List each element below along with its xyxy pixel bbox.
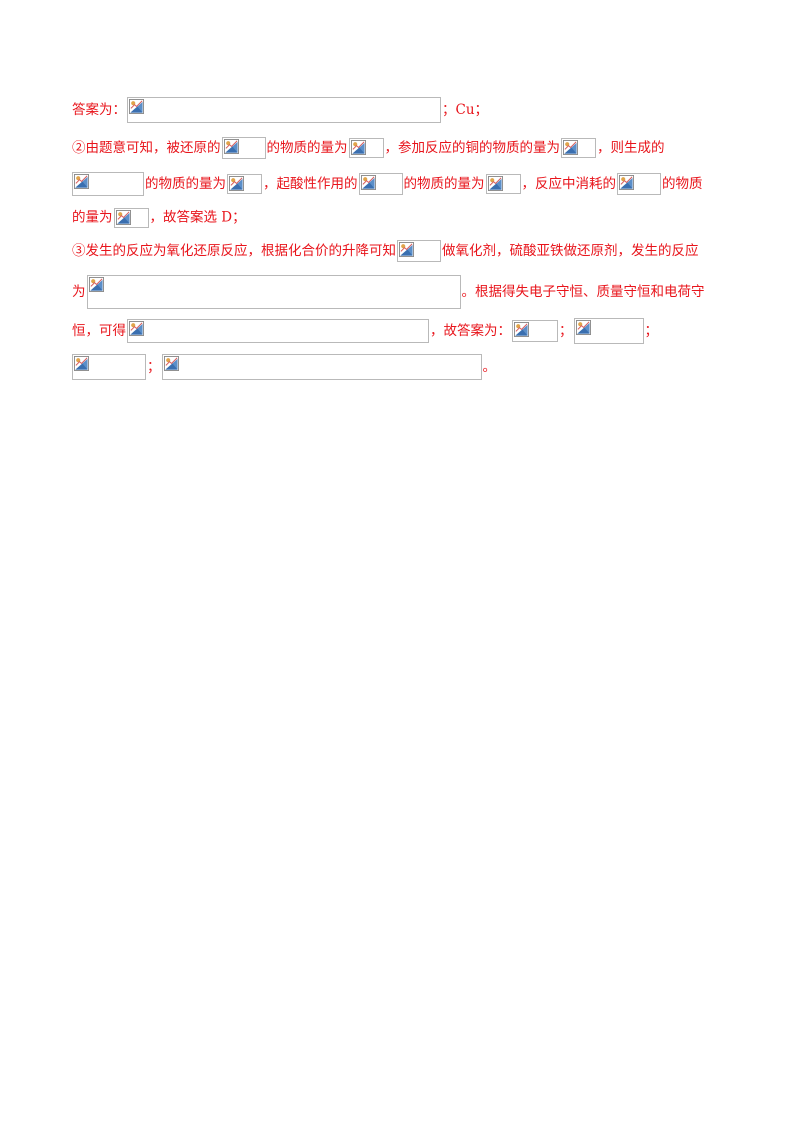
formula-image xyxy=(86,275,461,309)
answer-line-5: ③发生的反应为氧化还原反应，根据化合价的升降可知 做氧化剂，硫酸亚铁做还原剂，发生… xyxy=(72,240,699,262)
text: ②由题意可知，被还原的 xyxy=(72,140,221,156)
formula-image xyxy=(72,172,144,196)
broken-image-icon xyxy=(129,99,144,114)
formula-image xyxy=(485,174,521,194)
text: 的物质的量为 xyxy=(145,176,226,192)
formula-image xyxy=(127,97,441,123)
formula-image xyxy=(617,173,661,195)
text: ③发生的反应为氧化还原反应，根据化合价的升降可知 xyxy=(72,243,396,259)
broken-image-icon xyxy=(361,175,376,190)
text: ； xyxy=(644,323,659,339)
answer-line-4: 的量为 ，故答案选 D； xyxy=(72,207,246,228)
broken-image-icon xyxy=(488,176,503,191)
broken-image-icon xyxy=(74,174,89,189)
text: ，则生成的 xyxy=(597,140,665,156)
broken-image-icon xyxy=(74,356,89,371)
text: ；Cu； xyxy=(442,102,489,118)
text: 。 xyxy=(482,359,497,375)
text: ，参加反应的铜的物质的量为 xyxy=(384,140,561,156)
formula-image xyxy=(127,319,429,343)
broken-image-icon xyxy=(129,321,144,336)
text: ，故答案为： xyxy=(430,323,511,339)
text: 的物质的量为 xyxy=(403,176,485,192)
formula-image xyxy=(113,207,149,228)
text: 的量为 xyxy=(72,209,113,226)
text: 的物质 xyxy=(662,176,703,192)
formula-image xyxy=(221,137,266,159)
text: 的物质的量为 xyxy=(266,140,348,156)
formula-image xyxy=(72,354,146,380)
broken-image-icon xyxy=(351,140,366,155)
broken-image-icon xyxy=(116,210,131,225)
text: ，反应中消耗的 xyxy=(521,176,617,192)
text: ，起酸性作用的 xyxy=(263,176,358,192)
text: ； xyxy=(147,359,161,375)
text: 为 xyxy=(72,284,86,300)
formula-image xyxy=(397,240,441,262)
broken-image-icon xyxy=(229,176,244,191)
broken-image-icon xyxy=(224,139,239,154)
broken-image-icon xyxy=(399,242,414,257)
text: 恒，可得 xyxy=(72,323,126,339)
formula-image xyxy=(512,320,558,342)
formula-image xyxy=(348,138,384,158)
broken-image-icon xyxy=(576,320,591,335)
broken-image-icon xyxy=(89,277,104,292)
text: ； xyxy=(559,323,573,339)
answer-line-2: ②由题意可知，被还原的 的物质的量为 ，参加反应的铜的物质的量为 ，则生成的 xyxy=(72,137,665,159)
answer-line-7: 恒，可得 ，故答案为： ； ； xyxy=(72,318,658,344)
broken-image-icon xyxy=(619,175,634,190)
answer-line-6: 为 。根据得失电子守恒、质量守恒和电荷守 xyxy=(72,275,705,309)
formula-image xyxy=(161,354,482,380)
text: ，故答案选 D； xyxy=(149,209,246,226)
answer-line-8: ；。 xyxy=(72,354,496,380)
answer-line-1: 答案为： ；Cu； xyxy=(72,97,488,123)
broken-image-icon xyxy=(563,140,578,155)
formula-image xyxy=(573,318,644,344)
formula-image xyxy=(561,138,596,158)
text: 做氧化剂，硫酸亚铁做还原剂，发生的反应 xyxy=(442,243,699,259)
formula-image xyxy=(227,174,262,194)
answer-line-3: 的物质的量为 ，起酸性作用的 的物质的量为 ，反应中消耗的 的物质 xyxy=(72,172,703,196)
text: 。根据得失电子守恒、质量守恒和电荷守 xyxy=(461,284,705,300)
text: 答案为： xyxy=(72,102,126,118)
formula-image xyxy=(358,173,403,195)
broken-image-icon xyxy=(164,356,179,371)
broken-image-icon xyxy=(514,322,529,337)
